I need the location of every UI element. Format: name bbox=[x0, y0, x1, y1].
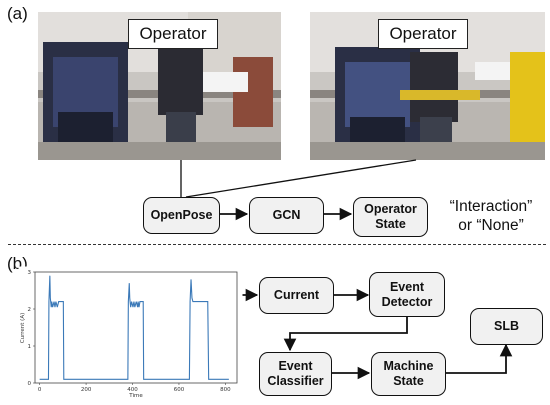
plot-ylabel: Current (A) bbox=[20, 313, 26, 343]
output-none: or “None” bbox=[458, 217, 524, 234]
node-current: Current bbox=[259, 277, 334, 314]
y-tick-label: 3 bbox=[28, 270, 32, 276]
x-tick-label: 400 bbox=[127, 387, 138, 393]
node-machine-state: Machine State bbox=[371, 352, 446, 396]
node-operator-state: Operator State bbox=[353, 197, 428, 237]
x-tick-label: 200 bbox=[81, 387, 92, 393]
output-interaction: “Interaction” bbox=[449, 198, 533, 215]
y-tick-label: 0 bbox=[28, 381, 32, 387]
x-tick-label: 600 bbox=[174, 387, 185, 393]
operator-label-1: Operator bbox=[128, 19, 218, 49]
node-openpose: OpenPose bbox=[143, 197, 220, 234]
plot-xlabel: Time bbox=[128, 393, 143, 399]
node-event-classifier: Event Classifier bbox=[259, 352, 332, 396]
node-event-detector: Event Detector bbox=[369, 272, 445, 317]
node-slb: SLB bbox=[470, 308, 543, 345]
operator-label-2: Operator bbox=[378, 19, 468, 49]
output-labels: “Interaction” or “None” bbox=[436, 197, 546, 235]
operator-photo-2: Operator bbox=[310, 12, 545, 160]
panel-a-label: (a) bbox=[7, 4, 28, 23]
x-tick-label: 800 bbox=[220, 387, 231, 393]
photo2-link bbox=[185, 159, 417, 198]
current-series-line bbox=[39, 275, 229, 380]
operator-photo-1: Operator bbox=[38, 12, 281, 160]
section-divider bbox=[8, 244, 546, 245]
current-plot: 0 200 400 600 800 0 1 2 3 Current (A) Time bbox=[18, 266, 243, 400]
arrow-detector-classifier bbox=[283, 317, 408, 352]
plot-frame bbox=[34, 271, 238, 384]
y-tick-label: 1 bbox=[28, 344, 32, 350]
y-tick-label: 2 bbox=[28, 307, 32, 313]
arrow-state-slb bbox=[446, 343, 513, 374]
node-gcn: GCN bbox=[249, 197, 324, 234]
x-tick-label: 0 bbox=[38, 387, 42, 393]
